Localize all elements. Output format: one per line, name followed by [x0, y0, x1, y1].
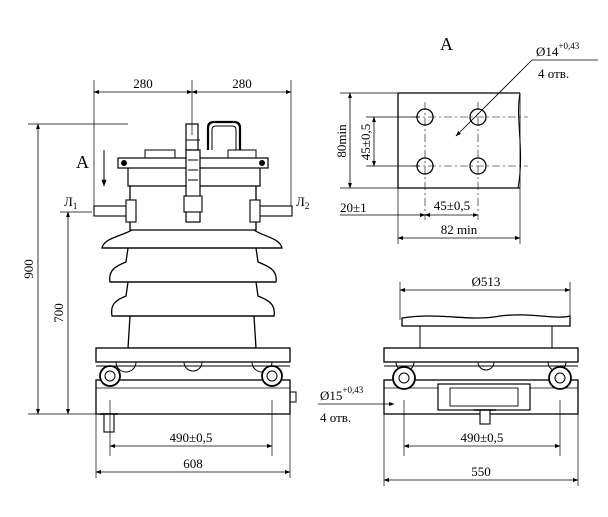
- side-view: [318, 282, 579, 486]
- side-view-labels: Ø513 Ø15+0,43 4 отв. 490±0,5 550: [320, 274, 503, 479]
- detail-edge-offset: 20±1: [340, 200, 367, 215]
- detail-width-min: 82 min: [441, 222, 478, 237]
- insulator-sheds: [101, 229, 283, 349]
- terminal-l2: Л2: [296, 194, 309, 211]
- dim-left-half: 280: [133, 76, 153, 91]
- front-holes-spacing: 490±0,5: [170, 430, 213, 445]
- side-base-width: 550: [471, 464, 491, 479]
- front-view: [28, 80, 297, 478]
- dim-right-half: 280: [232, 76, 252, 91]
- front-bottom-dimensions: [95, 400, 291, 478]
- hole-count: 4 отв.: [538, 66, 569, 81]
- height-lower: 700: [51, 303, 66, 323]
- front-view-labels: 280 280 900 700 А Л1 Л2 490±0,5 608: [21, 76, 309, 471]
- hole-diameter: Ø14+0,43: [536, 41, 580, 59]
- top-width-dimension: [93, 80, 292, 210]
- side-holes-spacing: 490±0,5: [461, 430, 504, 445]
- height-total: 900: [21, 259, 36, 279]
- front-base-width: 608: [183, 456, 203, 471]
- top-diameter: Ø513: [472, 274, 501, 289]
- detail-vertical-spacing: 45±0,5: [358, 124, 373, 160]
- slot-count: 4 отв.: [320, 410, 351, 425]
- detail-view-labels: А Ø14+0,43 4 отв. 80min 45±0,5 20±1 45±0…: [334, 34, 580, 237]
- detail-height-min: 80min: [334, 124, 349, 158]
- terminal-bars: [93, 199, 293, 223]
- detail-horizontal-spacing: 45±0,5: [434, 198, 470, 213]
- height-dimensions: [28, 123, 128, 415]
- view-a-title: А: [440, 34, 453, 54]
- terminal-l1: Л1: [64, 194, 77, 211]
- arrow-a-label: А: [76, 152, 89, 172]
- slot-diameter: Ø15+0,43: [320, 385, 364, 403]
- detail-view-a: [340, 59, 598, 244]
- front-base: [95, 347, 297, 433]
